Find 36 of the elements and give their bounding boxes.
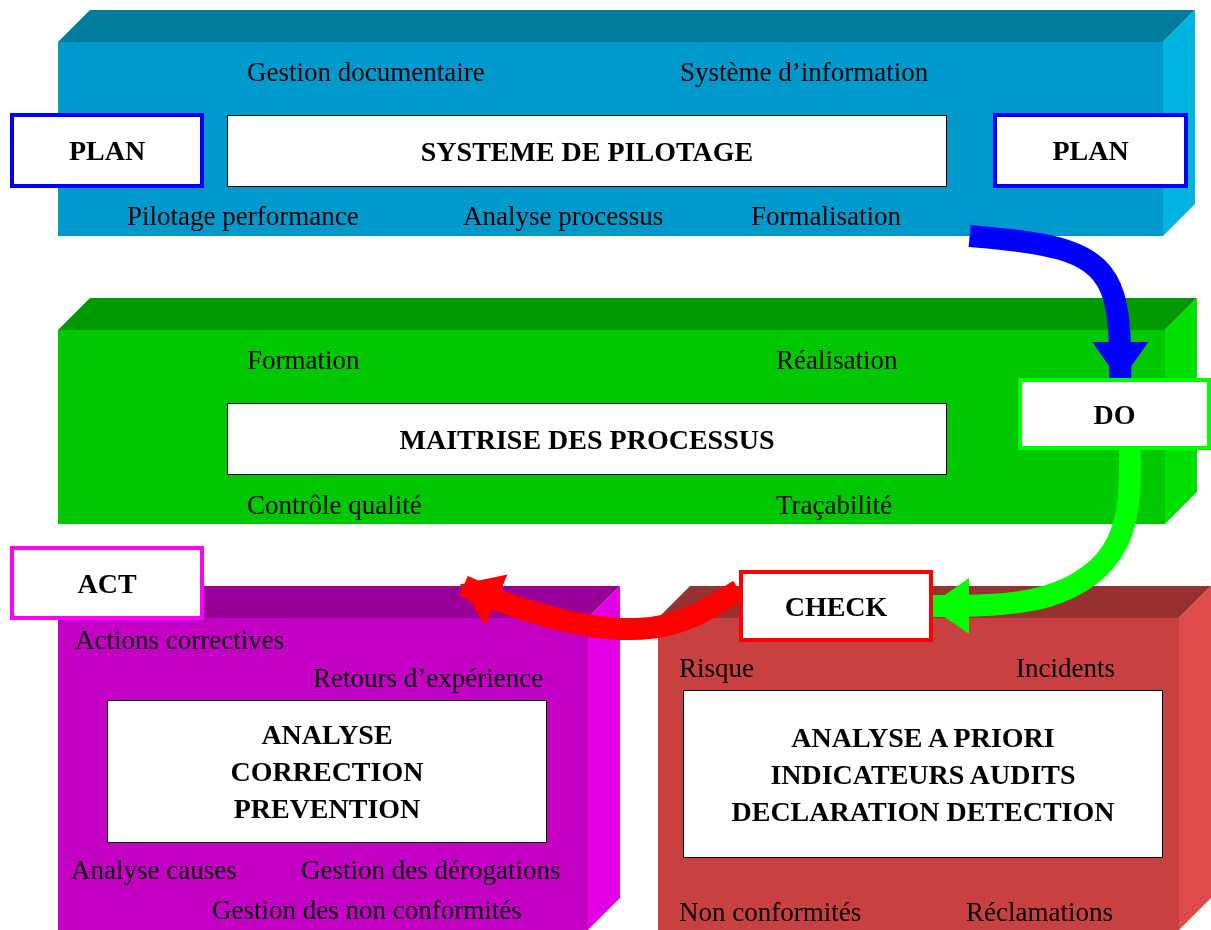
box-title: DO: [1093, 397, 1136, 432]
box-title: PLAN: [68, 134, 146, 168]
title-box: [683, 690, 1163, 858]
title-box: [227, 403, 947, 475]
title-box: [107, 700, 547, 843]
band-text: Formation: [247, 344, 360, 376]
band-text: Contrôle qualité: [247, 489, 422, 521]
band-text: Réalisation: [776, 344, 898, 376]
phase-box: [739, 570, 933, 642]
box-title: PLAN: [1052, 134, 1129, 168]
phase-box: [1018, 378, 1211, 450]
phase-box: [10, 113, 204, 188]
box-title: ANALYSE A PRIORI INDICATEURS AUDITS DECLARATION DETECTION: [730, 720, 1116, 829]
band-text: Risque: [679, 652, 754, 684]
band-text: Gestion des non conformités: [212, 894, 522, 926]
box-title: CHECK: [784, 589, 888, 624]
band-text: Pilotage performance: [127, 200, 359, 232]
band-text: Incidents: [1016, 652, 1115, 684]
band-text: Formalisation: [751, 200, 901, 232]
phase-box: [10, 546, 204, 620]
band-text: Réclamations: [966, 896, 1113, 928]
band-text: Gestion des dérogations: [301, 854, 561, 886]
phase-box: [993, 113, 1188, 188]
band-text: Analyse processus: [463, 200, 664, 232]
box-title: ACT: [77, 566, 137, 601]
band-text: Analyse causes: [71, 854, 237, 886]
title-box: [227, 115, 947, 187]
box-title: SYSTEME DE PILOTAGE: [420, 134, 754, 169]
band-text: Système d’information: [680, 56, 929, 88]
band-text: Traçabilité: [776, 489, 892, 521]
box-title: MAITRISE DES PROCESSUS: [399, 422, 775, 457]
box-title: ANALYSE CORRECTION PREVENTION: [229, 718, 425, 826]
band-text: Retours d’expérience: [313, 662, 544, 694]
band-text: Gestion documentaire: [247, 56, 485, 88]
band-text: Actions correctives: [75, 624, 285, 656]
band-text: Non conformités: [679, 896, 862, 928]
